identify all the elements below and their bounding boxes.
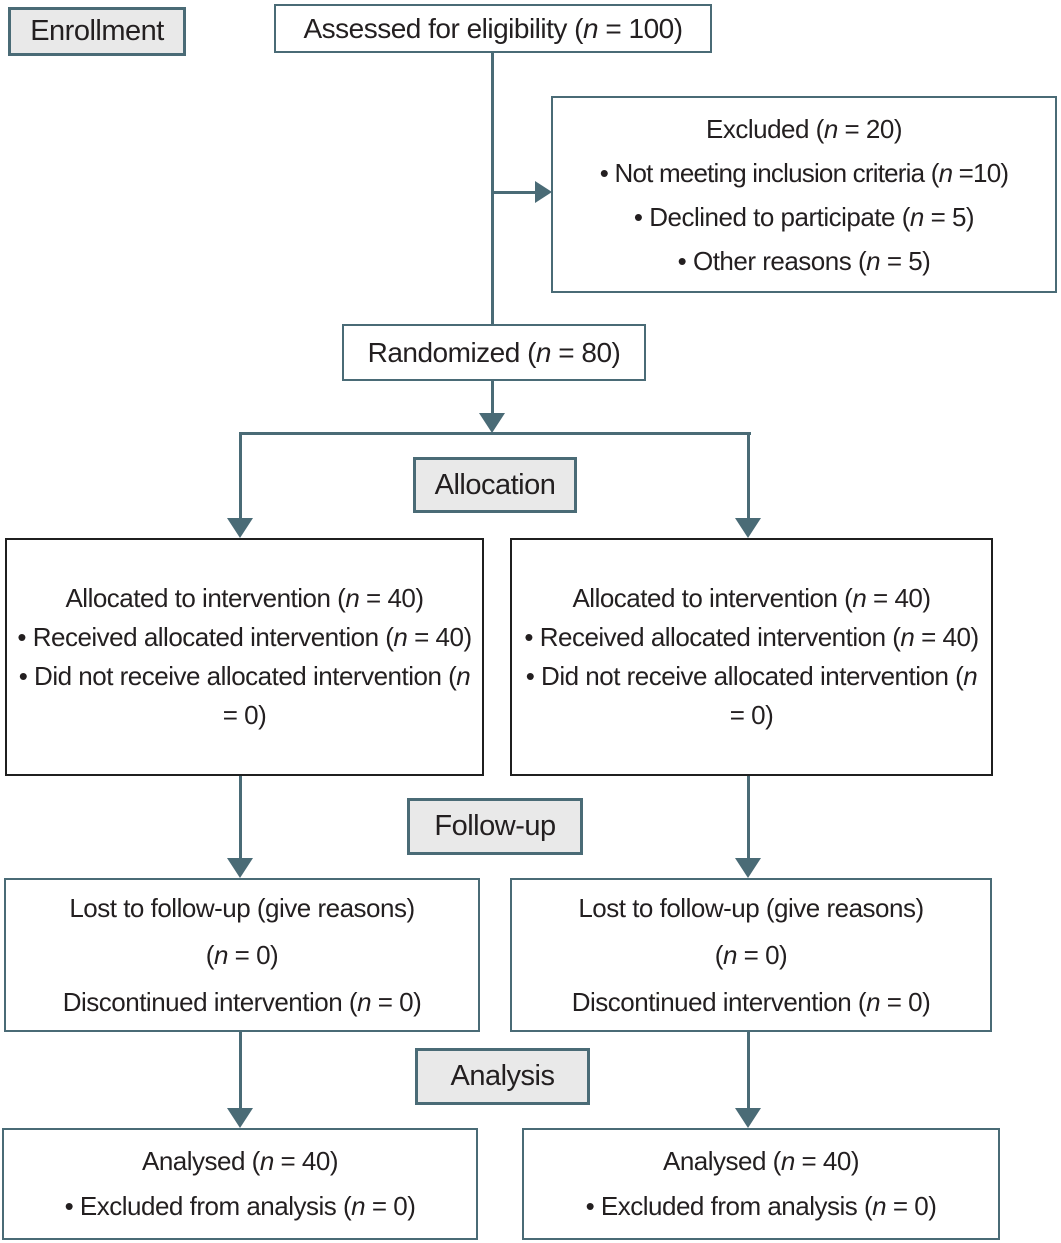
excluded-reason-item: • Other reasons (n = 5)	[677, 245, 931, 276]
arrowhead-branch-icon	[479, 413, 505, 433]
arrowhead-right-analysis-icon	[735, 1108, 761, 1128]
followup-left-line: Discontinued intervention (n = 0)	[62, 986, 422, 1017]
allocated-left-item: • Did not receive allocated intervention…	[18, 661, 471, 730]
excluded-reason-item: • Declined to participate (n = 5)	[633, 201, 975, 232]
connector-right-to-allocation	[747, 432, 750, 518]
connector-left-to-analysis	[239, 1031, 242, 1108]
analysis-stage-label: Analysis	[415, 1048, 590, 1105]
connector-right-to-followup	[747, 776, 750, 858]
followup-right-line: Lost to follow-up (give reasons)	[578, 892, 924, 923]
allocated-right-item: • Did not receive allocated intervention…	[525, 661, 978, 730]
followup-left-line: (n = 0)	[205, 939, 279, 970]
analysed-right-box: Analysed (n = 40) • Excluded from analys…	[522, 1128, 1000, 1240]
analysed-left-title: Analysed (n = 40)	[141, 1146, 339, 1176]
enrollment-stage-label: Enrollment	[8, 7, 186, 56]
allocated-right-item: • Received allocated intervention (n = 4…	[524, 622, 979, 652]
enrollment-stage-text: Enrollment	[30, 15, 164, 47]
connector-to-excluded	[491, 191, 537, 194]
analysed-left-box: Analysed (n = 40) • Excluded from analys…	[2, 1128, 478, 1240]
followup-left-line: Lost to follow-up (give reasons)	[69, 892, 415, 923]
followup-left-box: Lost to follow-up (give reasons) (n = 0)…	[4, 878, 480, 1032]
allocated-right-title: Allocated to intervention (n = 40)	[572, 583, 931, 613]
followup-right-line: (n = 0)	[714, 939, 788, 970]
connector-branch-horizontal	[239, 432, 751, 435]
analysed-right-item: • Excluded from analysis (n = 0)	[585, 1191, 937, 1221]
arrowhead-excluded-icon	[535, 181, 552, 203]
allocation-stage-label: Allocation	[413, 457, 577, 513]
allocation-stage-text: Allocation	[434, 468, 556, 501]
allocated-left-item: • Received allocated intervention (n = 4…	[17, 622, 472, 652]
arrowhead-left-allocation-icon	[227, 518, 253, 538]
followup-stage-label: Follow-up	[407, 798, 583, 855]
connector-assessed-to-randomized	[491, 52, 494, 328]
connector-randomized-down	[491, 379, 494, 415]
analysis-stage-text: Analysis	[450, 1060, 556, 1092]
allocated-right-box: Allocated to intervention (n = 40) • Rec…	[510, 538, 993, 776]
arrowhead-left-followup-icon	[227, 858, 253, 878]
analysed-left-item: • Excluded from analysis (n = 0)	[64, 1191, 416, 1221]
arrowhead-right-allocation-icon	[735, 518, 761, 538]
assessed-eligibility-text: Assessed for eligibility (n = 100)	[303, 12, 683, 44]
allocated-left-title: Allocated to intervention (n = 40)	[65, 583, 424, 613]
followup-stage-text: Follow-up	[434, 810, 556, 842]
assessed-eligibility-box: Assessed for eligibility (n = 100)	[274, 4, 712, 53]
connector-left-to-followup	[239, 776, 242, 858]
connector-right-to-analysis	[747, 1031, 750, 1108]
arrowhead-left-analysis-icon	[227, 1108, 253, 1128]
allocated-left-box: Allocated to intervention (n = 40) • Rec…	[5, 538, 484, 776]
analysed-right-title: Analysed (n = 40)	[662, 1146, 860, 1176]
followup-right-box: Lost to follow-up (give reasons) (n = 0)…	[510, 878, 992, 1032]
followup-right-line: Discontinued intervention (n = 0)	[571, 986, 931, 1017]
arrowhead-right-followup-icon	[735, 858, 761, 878]
excluded-title: Excluded (n = 20)	[705, 113, 903, 144]
excluded-box: Excluded (n = 20) • Not meeting inclusio…	[551, 96, 1057, 293]
excluded-reason-item: • Not meeting inclusion criteria (n =10)	[599, 157, 1009, 188]
randomized-text: Randomized (n = 80)	[367, 336, 621, 368]
randomized-box: Randomized (n = 80)	[342, 324, 646, 381]
connector-left-to-allocation	[239, 432, 242, 518]
